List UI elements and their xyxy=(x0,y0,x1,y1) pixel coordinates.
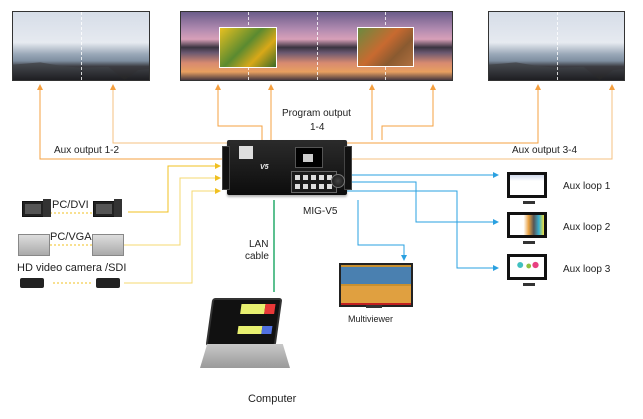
aux-loop-3-label: Aux loop 3 xyxy=(563,264,611,275)
rack-ear-right xyxy=(344,146,352,190)
input-dvi-line xyxy=(128,163,221,213)
aux-display-left xyxy=(12,11,150,81)
aux-output-3-line xyxy=(347,84,541,144)
lan-label-line2: cable xyxy=(245,251,269,262)
aux-loop-2-label: Aux loop 2 xyxy=(563,222,611,233)
aux-output-left-label: Aux output 1-2 xyxy=(54,145,120,156)
program-output-range-label: 1-4 xyxy=(310,122,325,133)
monitor-document-icon xyxy=(507,172,547,204)
aux-loop-1-label: Aux loop 1 xyxy=(563,181,611,192)
rack-ear-left xyxy=(222,146,230,190)
panel-seam xyxy=(81,12,82,80)
mig-v5-device: V5 xyxy=(222,140,352,195)
sunflower-window xyxy=(219,27,277,68)
aux-output-1-line xyxy=(37,84,227,160)
pc-tower-icon xyxy=(43,199,51,217)
lcd-display xyxy=(295,147,323,168)
monitor-presentation-icon xyxy=(507,212,547,244)
aux-output-2-line xyxy=(110,84,227,144)
input-label-dvi: PC/DVI xyxy=(52,199,89,211)
vga-monitor-icon xyxy=(92,234,124,256)
input-label-vga: PC/VGA xyxy=(50,231,92,243)
device-logo-icon xyxy=(239,146,253,159)
input-vga-line xyxy=(124,175,221,246)
aux-output-4-line xyxy=(347,84,615,160)
multiviewer-label: Multiviewer xyxy=(348,314,394,324)
computer-label: Computer xyxy=(248,393,297,405)
device-name-label: MIG-V5 xyxy=(303,206,338,217)
video-camera-icon xyxy=(96,278,120,288)
laptop-icon xyxy=(205,298,283,346)
desktop-pc-icon xyxy=(22,201,44,217)
aux-output-right-label: Aux output 3-4 xyxy=(512,145,578,156)
desktop-pc-icon xyxy=(93,201,115,217)
panel-seam xyxy=(317,12,318,80)
panel-seam xyxy=(557,12,558,80)
aux-display-right xyxy=(488,11,625,81)
fox-window xyxy=(357,27,414,67)
laptop-keyboard xyxy=(200,344,290,368)
program-output-label: Program output xyxy=(282,108,351,119)
multiviewer-stand xyxy=(366,305,382,308)
multiviewer-line xyxy=(357,200,407,261)
program-display-wall xyxy=(180,11,453,81)
vga-monitor-icon xyxy=(18,234,50,256)
multiviewer-monitor-icon xyxy=(339,263,413,307)
rotary-knob xyxy=(331,174,345,188)
lan-label-line1: LAN xyxy=(249,239,269,250)
input-sdi-line xyxy=(124,188,221,284)
model-badge: V5 xyxy=(260,164,269,171)
pc-tower-icon xyxy=(114,199,122,217)
monitor-circles-icon xyxy=(507,254,547,286)
aux-loop-2-line xyxy=(347,181,499,225)
aux-loop-3-line xyxy=(347,190,499,271)
input-label-sdi: HD video camera /SDI xyxy=(17,262,127,274)
video-camera-icon xyxy=(20,278,44,288)
program-output-4-line xyxy=(381,84,436,140)
program-output-1-line xyxy=(215,84,263,140)
